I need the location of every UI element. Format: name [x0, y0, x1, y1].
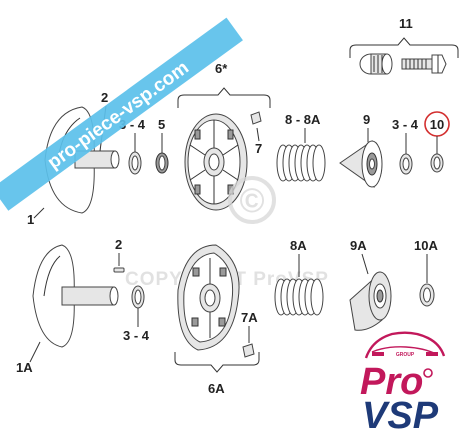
label-6: 6* [215, 61, 228, 76]
part-5-ring [155, 152, 169, 174]
label-3-4-c: 3 - 4 [123, 328, 150, 343]
label-6a: 6A [208, 381, 225, 396]
leader-7 [256, 127, 260, 142]
part-3-4-washer-bottom [131, 285, 145, 309]
part-3-4-washer-top [128, 151, 142, 175]
provsp-logo: GROUP Pro VSP [360, 331, 446, 437]
part-7a-slider [242, 343, 255, 358]
label-9a: 9A [350, 238, 367, 253]
label-2-top: 2 [101, 90, 108, 105]
label-1a: 1A [16, 360, 33, 375]
bracket-6a [174, 352, 260, 373]
label-11: 11 [399, 16, 413, 31]
part-9a-cone [349, 271, 392, 331]
part-1a-pulley [32, 244, 119, 348]
label-7a: 7A [241, 310, 258, 325]
part-6-variator-plate [184, 113, 248, 211]
car-outline-icon [364, 331, 446, 359]
label-5: 5 [158, 117, 165, 132]
leader-1 [33, 207, 45, 219]
part-10-ring [430, 153, 444, 173]
logo-group-text: GROUP [396, 352, 415, 358]
logo-pro-text: Pro [360, 361, 423, 403]
logo-vsp-text: VSP [362, 395, 439, 437]
part-3-4-washer-right [399, 153, 413, 175]
label-3-4-b: 3 - 4 [392, 117, 419, 132]
leader-9a [361, 253, 369, 275]
part-10a-ring [419, 283, 435, 307]
label-8a: 8A [290, 238, 307, 253]
bracket-6 [177, 87, 271, 108]
part-9-cone [339, 140, 383, 188]
label-10: 10 [430, 117, 444, 132]
label-7: 7 [255, 141, 262, 156]
label-1: 1 [27, 212, 34, 227]
logo-dot-icon [423, 368, 433, 378]
part-6a-variator-plate [177, 244, 240, 351]
part-7-slider [250, 111, 262, 125]
part-11-bolt-assembly [349, 37, 459, 75]
label-8-8a: 8 - 8A [285, 112, 321, 127]
label-10a: 10A [414, 238, 438, 253]
part-8-spring [276, 144, 326, 182]
leader-1a [29, 341, 41, 363]
part-8a-spring [274, 278, 324, 316]
copyright-symbol: © [239, 182, 264, 220]
label-2-bottom: 2 [115, 237, 122, 252]
label-9: 9 [363, 112, 370, 127]
part-2-pin [113, 267, 125, 273]
